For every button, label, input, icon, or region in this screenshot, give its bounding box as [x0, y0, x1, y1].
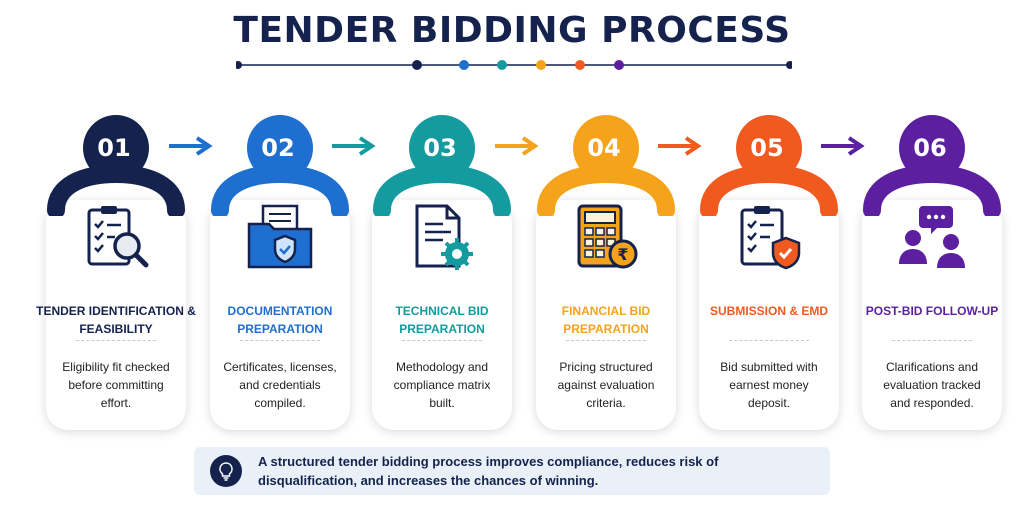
- process-step-05: 05 SUBMISSION & EMD Bid submitted with e…: [693, 108, 845, 430]
- step-divider: [402, 340, 482, 341]
- flow-arrow-icon: [167, 136, 213, 156]
- step-description: Bid submitted with earnest money deposit…: [720, 360, 818, 410]
- calculator-rupee-icon: ₹: [571, 202, 641, 272]
- step-divider: [76, 340, 156, 341]
- step-label: POST-BID FOLLOW-UP: [865, 304, 999, 318]
- summary-text: A structured tender bidding process impr…: [258, 454, 719, 488]
- title-divider: [236, 60, 792, 70]
- clipboard-check-shield-icon: [734, 202, 804, 272]
- step-divider: [892, 340, 972, 341]
- people-chat-icon: [897, 202, 967, 272]
- process-step-06: 06 POST-BID FOLLOW-UP Clarifications and…: [856, 108, 1008, 430]
- step-label: FINANCIAL BID PREPARATION: [561, 304, 651, 336]
- document-gear-icon: [407, 202, 477, 272]
- folder-shield-icon: [245, 202, 315, 272]
- step-figure: [695, 108, 843, 216]
- step-figure: [532, 108, 680, 216]
- clipboard-magnifier-icon: [81, 202, 151, 272]
- process-step-01: 01 TENDER IDENTIFICATION & FEASIBILITY E…: [36, 108, 196, 430]
- step-number: 06: [913, 134, 947, 162]
- step-figure: [42, 108, 190, 216]
- step-label: TECHNICAL BID PREPARATION: [395, 304, 489, 336]
- step-figure: [858, 108, 1006, 216]
- summary-note: A structured tender bidding process impr…: [194, 447, 830, 495]
- step-number: 04: [587, 134, 621, 162]
- step-description: Pricing structured against evaluation cr…: [557, 360, 655, 410]
- step-description: Eligibility fit checked before committin…: [62, 360, 170, 410]
- flow-arrow-icon: [493, 136, 539, 156]
- step-number: 03: [423, 134, 457, 162]
- step-number: 02: [261, 134, 295, 162]
- process-step-03: 03 TECHNICAL BID PREPARATION Methodology…: [366, 108, 518, 430]
- flow-arrow-icon: [330, 136, 376, 156]
- process-step-02: 02 DOCUMENTATION PREPARATION Certificate…: [204, 108, 356, 430]
- step-number: 01: [97, 134, 131, 162]
- step-number: 05: [750, 134, 784, 162]
- step-card: [862, 200, 1002, 430]
- page-title: TENDER BIDDING PROCESS: [233, 10, 791, 51]
- step-figure: [368, 108, 516, 216]
- step-label: DOCUMENTATION PREPARATION: [227, 304, 333, 336]
- svg-text:₹: ₹: [617, 245, 628, 264]
- step-divider: [240, 340, 320, 341]
- flow-arrow-icon: [656, 136, 702, 156]
- step-description: Methodology and compliance matrix built.: [393, 360, 491, 410]
- lightbulb-icon: [210, 455, 242, 487]
- process-step-04: 04 ₹ FINANCIAL BID PREPARATION Pricing s…: [530, 108, 682, 430]
- step-description: Certificates, licenses, and credentials …: [223, 360, 337, 410]
- step-divider: [566, 340, 646, 341]
- step-label: SUBMISSION & EMD: [709, 304, 828, 318]
- step-figure: [206, 108, 354, 216]
- step-divider: [729, 340, 809, 341]
- step-label: TENDER IDENTIFICATION & FEASIBILITY: [36, 304, 196, 336]
- flow-arrow-icon: [819, 136, 865, 156]
- step-description: Clarifications and evaluation tracked an…: [883, 360, 981, 410]
